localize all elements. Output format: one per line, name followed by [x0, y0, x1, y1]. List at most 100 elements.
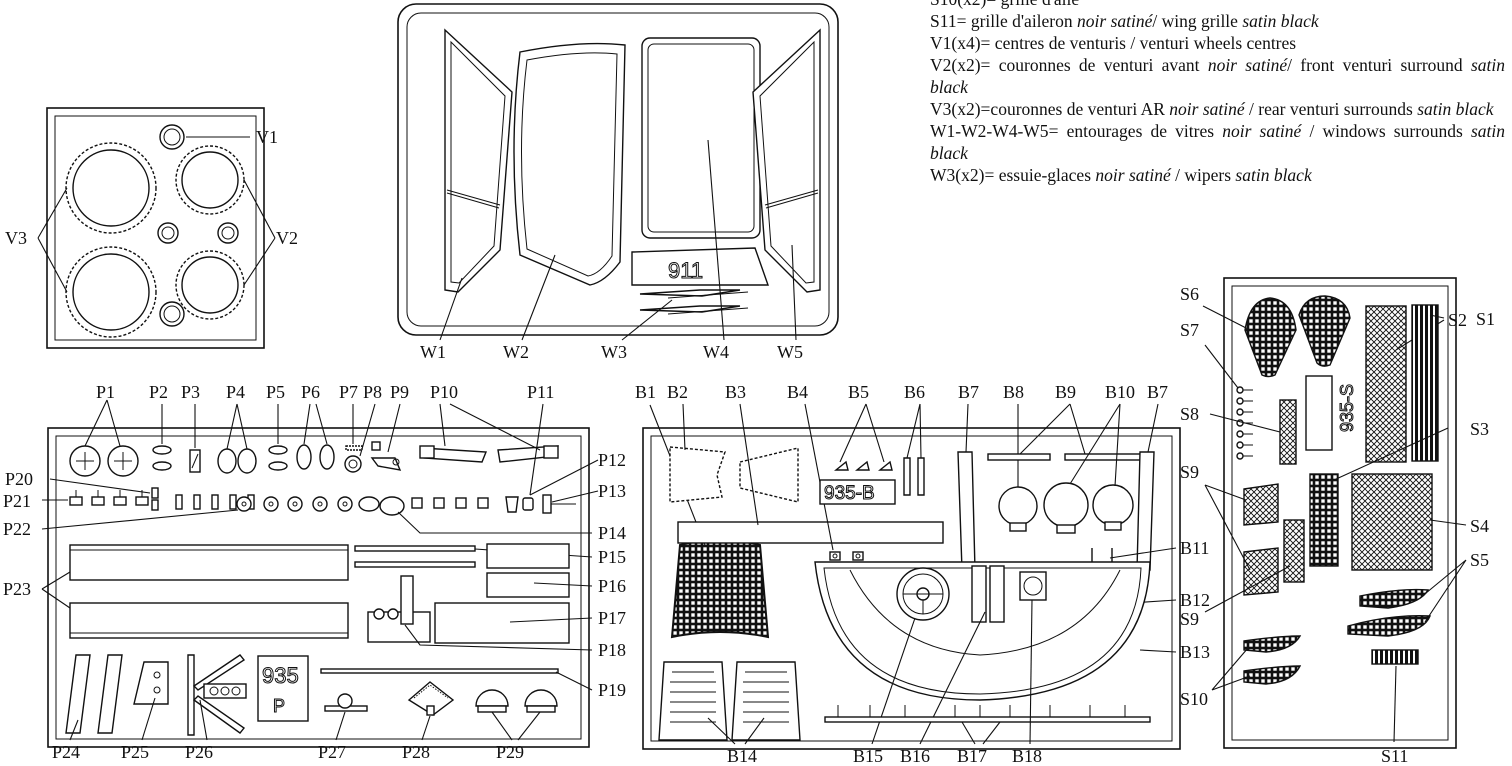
b2-panels	[669, 446, 799, 503]
s5-grille-bottom	[1347, 615, 1431, 637]
s10-grille-top	[1243, 635, 1302, 653]
label-p9: P9	[390, 382, 409, 402]
label-b17: B17	[957, 746, 987, 766]
v2-front-venturi-bottom	[175, 250, 245, 320]
label-v2: V2	[276, 228, 298, 248]
b6-parts	[903, 457, 925, 496]
label-b1: B1	[635, 382, 656, 402]
b16-panels	[971, 565, 1005, 623]
label-b3: B3	[725, 382, 746, 402]
p1-gauges	[69, 445, 139, 477]
s9-grille-top	[1243, 483, 1279, 526]
label-p1: P1	[96, 382, 115, 402]
s1-grille	[1411, 304, 1439, 462]
p8-part	[344, 455, 362, 473]
s6-mesh-left	[1244, 297, 1297, 378]
label-b4: B4	[787, 382, 808, 402]
s8-grille	[1279, 399, 1297, 465]
label-s4: S4	[1470, 516, 1489, 536]
legend-row-v2: V2(x2)= couronnes de venturi avant noir …	[930, 55, 1506, 97]
label-w5: W5	[777, 342, 803, 362]
p15-strips	[354, 545, 476, 568]
label-b7a: B7	[958, 382, 979, 402]
v3-rear-venturi-bottom	[65, 246, 157, 338]
label-s1: S1	[1476, 309, 1495, 329]
label-p22: P22	[3, 519, 31, 539]
legend: S10(x2)= grille d'aile S11= grille d'ail…	[930, 0, 1505, 186]
p22-wheels	[236, 496, 353, 512]
label-v3: V3	[5, 228, 27, 248]
label-p23: P23	[3, 579, 31, 599]
label-b5: B5	[848, 382, 869, 402]
b3-strip	[677, 521, 944, 544]
p6-mirrors	[296, 444, 335, 470]
label-s11: S11	[1381, 746, 1408, 766]
p-plate-935-p: 935 P	[257, 655, 309, 722]
label-p6: P6	[301, 382, 320, 402]
label-w1: W1	[420, 342, 446, 362]
p2-lenses	[152, 445, 172, 471]
s9-grille-mid	[1283, 519, 1305, 583]
p18-bracket	[367, 575, 431, 643]
p5-lenses	[268, 445, 288, 471]
s7-switches	[1236, 386, 1253, 460]
label-s8: S8	[1180, 404, 1199, 424]
s6-mesh-right	[1298, 295, 1351, 367]
label-s2: S2	[1448, 310, 1467, 330]
s2-grille	[1365, 305, 1407, 463]
p3-part	[189, 449, 201, 473]
label-p20: P20	[5, 469, 33, 489]
s-plate-935-s: 935-S	[1305, 375, 1358, 451]
label-w4: W4	[703, 342, 729, 362]
label-p2: P2	[149, 382, 168, 402]
b18-part	[1019, 571, 1047, 601]
label-b11: B11	[1180, 538, 1209, 558]
svg-text:935-S: 935-S	[1337, 384, 1357, 432]
legend-row-v1: V1(x4)= centres de venturis / venturi wh…	[930, 33, 1297, 53]
label-p18: P18	[598, 640, 626, 660]
label-b8: B8	[1003, 382, 1024, 402]
window-plate: 911 W1 W2 W3 W4 W5	[397, 3, 839, 362]
b17-strip	[824, 705, 1151, 723]
v3-rear-venturi-top	[65, 142, 157, 234]
label-s7: S7	[1180, 320, 1199, 340]
label-s6: S6	[1180, 284, 1199, 304]
label-p14: P14	[598, 523, 626, 543]
legend-row-v3: V3(x2)=couronnes de venturi AR noir sati…	[930, 99, 1494, 119]
p-parts-plate: P1 P2 P3 P4 P5 P6 P7 P8 P9 P10 P11	[3, 382, 626, 762]
p10-belts	[419, 445, 559, 463]
p24-strips	[65, 654, 123, 734]
legend-row-s11: S11= grille d'aileron noir satiné/ wing …	[930, 11, 1319, 31]
label-b12: B12	[1180, 590, 1210, 610]
legend-row-w: W1-W2-W4-W5= entourages de vitres noir s…	[930, 121, 1506, 163]
label-b10: B10	[1105, 382, 1135, 402]
label-p12: P12	[598, 450, 626, 470]
v2-front-venturi-top	[175, 145, 245, 215]
svg-text:911: 911	[668, 258, 703, 283]
label-p19: P19	[598, 680, 626, 700]
label-s10: S10	[1180, 689, 1208, 709]
b1-net	[670, 539, 770, 639]
label-v1: V1	[256, 127, 278, 147]
svg-text:935-B: 935-B	[824, 483, 875, 504]
label-p29: P29	[496, 742, 524, 762]
legend-row-s10: S10(x2)= grille d'aile	[930, 0, 1505, 10]
p12-p14-mirrors	[358, 494, 576, 516]
venturi-plate: V1 V3 V2	[5, 107, 298, 349]
legend-row-w3: W3(x2)= essuie-glaces noir satiné / wipe…	[930, 165, 1312, 185]
p29-gauges	[475, 689, 558, 713]
label-p24: P24	[52, 742, 80, 762]
s11-grille	[1371, 649, 1419, 665]
label-p17: P17	[598, 608, 626, 628]
label-b6: B6	[904, 382, 925, 402]
b-plate-935-b: 935-B	[819, 479, 896, 505]
p27-part	[324, 693, 368, 712]
label-s5: S5	[1470, 550, 1489, 570]
s4-grille	[1351, 473, 1433, 571]
p9-lever	[370, 441, 402, 471]
b5-parts	[834, 460, 893, 471]
v1-venturi-centres	[157, 124, 239, 327]
s3-grille	[1309, 473, 1339, 567]
label-b13: B13	[1180, 642, 1210, 662]
p16-panel-top	[486, 543, 570, 569]
